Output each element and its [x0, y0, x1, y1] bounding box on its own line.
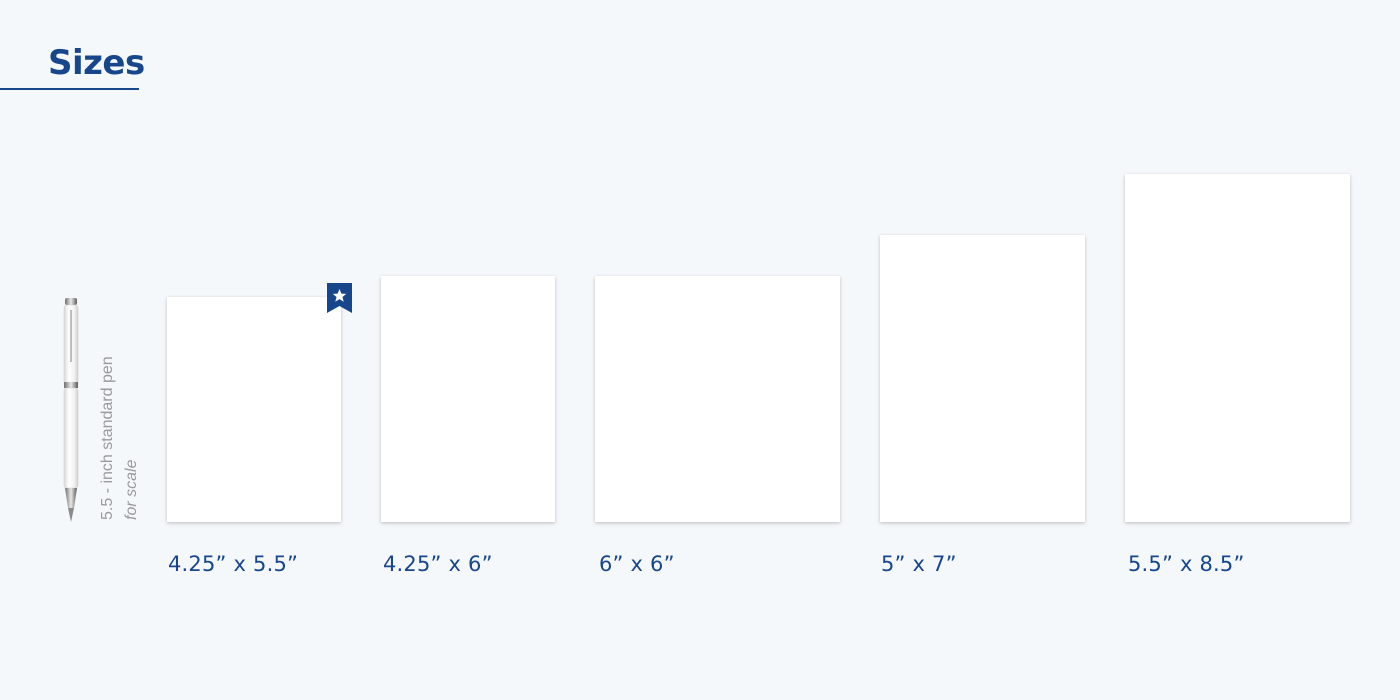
star-bookmark-icon: [327, 283, 352, 313]
size-card-4.25x5.5[interactable]: [167, 297, 341, 522]
title-underline: [0, 88, 139, 90]
size-label-5.5x8.5: 5.5” x 8.5”: [1128, 552, 1245, 576]
size-card-5x7[interactable]: [880, 235, 1085, 522]
size-label-4.25x6: 4.25” x 6”: [383, 552, 493, 576]
size-label-4.25x5.5: 4.25” x 5.5”: [168, 552, 299, 576]
pen-scale-note-line2: for scale: [123, 459, 140, 520]
size-label-5x7: 5” x 7”: [881, 552, 957, 576]
page-title: Sizes: [48, 43, 145, 83]
pen-scale-note: 5.5 - inch standard pen for scale: [96, 356, 144, 520]
size-card-4.25x6[interactable]: [381, 276, 555, 522]
pen-icon: [63, 298, 79, 522]
pen-scale-note-line1: 5.5 - inch standard pen: [99, 356, 116, 520]
size-card-5.5x8.5[interactable]: [1125, 174, 1350, 522]
size-card-6x6[interactable]: [595, 276, 840, 522]
size-label-6x6: 6” x 6”: [599, 552, 675, 576]
